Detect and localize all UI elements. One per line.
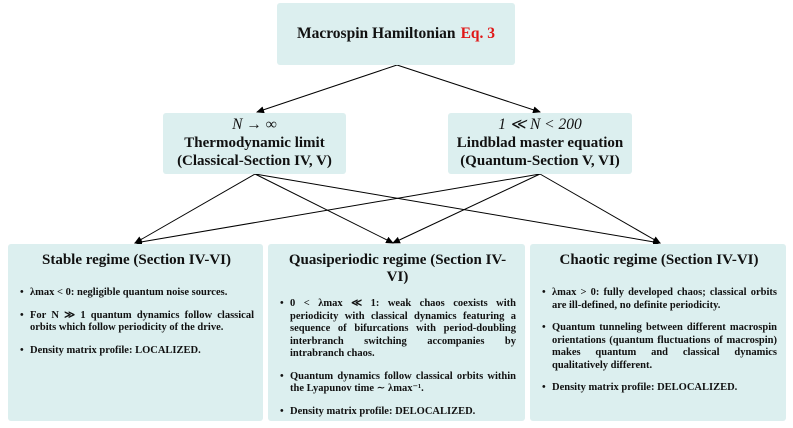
quasiperiodic-regime-title: Quasiperiodic regime (Section IV-VI) [288, 252, 507, 285]
quasiperiodic-regime-box: Quasiperiodic regime (Section IV-VI) 0 <… [268, 244, 525, 421]
list-item: Quantum tunneling between different macr… [542, 322, 777, 372]
classical-branch-subtitle: (Classical-Section IV, V) [177, 153, 332, 169]
chaotic-regime-list: λmax > 0: fully developed chaos; classic… [541, 287, 777, 395]
list-item: Density matrix profile: DELOCALIZED. [280, 406, 516, 419]
quantum-branch-box: 1 ≪ N < 200 Lindblad master equation (Qu… [448, 113, 632, 174]
list-item: Density matrix profile: LOCALIZED. [20, 345, 254, 358]
arrow-right-to-stable [134, 173, 541, 246]
stable-regime-title: Stable regime (Section IV-VI) [42, 252, 231, 268]
hamiltonian-title: Macrospin Hamiltonian [296, 25, 456, 42]
equation-ref: Eq. 3 [460, 25, 496, 42]
quantum-branch-title: Lindblad master equation [456, 135, 624, 151]
list-item: λmax < 0: negligible quantum noise sourc… [20, 287, 254, 300]
list-item: 0 < λmax ≪ 1: weak chaos coexists with p… [280, 298, 516, 361]
arrow-right-to-chaotic [539, 173, 661, 244]
list-item: λmax > 0: fully developed chaos; classic… [542, 287, 777, 312]
classical-branch-title: Thermodynamic limit [184, 135, 325, 151]
arrow-top-to-right [396, 64, 541, 114]
classical-branch-box: N → ∞ Thermodynamic limit (Classical-Sec… [163, 113, 346, 174]
arrow-top-to-left [256, 64, 398, 114]
classical-limit-math: N → ∞ [232, 116, 277, 133]
arrow-left-to-quasi [254, 173, 394, 244]
quantum-branch-subtitle: (Quantum-Section V, VI) [460, 153, 620, 169]
arrow-right-to-quasi [392, 173, 541, 244]
list-item: Density matrix profile: DELOCALIZED. [542, 382, 777, 395]
list-item: Quantum dynamics follow classical orbits… [280, 371, 516, 396]
quantum-limit-math: 1 ≪ N < 200 [498, 116, 582, 133]
list-item: For N ≫ 1 quantum dynamics follow classi… [20, 310, 254, 335]
chaotic-regime-title: Chaotic regime (Section IV-VI) [559, 252, 759, 268]
arrow-left-to-stable [134, 173, 256, 244]
arrow-left-to-chaotic [254, 173, 661, 246]
quasiperiodic-regime-list: 0 < λmax ≪ 1: weak chaos coexists with p… [279, 298, 516, 418]
chaotic-regime-box: Chaotic regime (Section IV-VI) λmax > 0:… [530, 244, 786, 421]
stable-regime-list: λmax < 0: negligible quantum noise sourc… [19, 287, 254, 357]
hamiltonian-box: Macrospin Hamiltonian Eq. 3 [277, 3, 515, 65]
stable-regime-box: Stable regime (Section IV-VI) λmax < 0: … [8, 244, 263, 421]
